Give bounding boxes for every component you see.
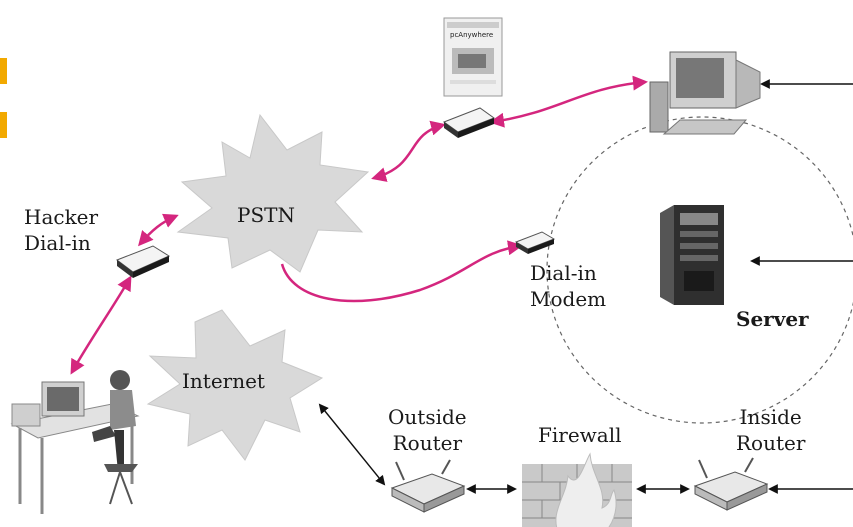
tower-server-icon — [660, 205, 724, 305]
firewall-icon — [522, 452, 632, 527]
accent-bar — [0, 112, 7, 138]
workstation-to-modem-link — [70, 275, 132, 375]
router-icon — [693, 457, 769, 511]
hacker-to-pstn-link — [138, 213, 179, 247]
pstn-cloud-icon — [176, 113, 370, 273]
internet-to-outside-router-link — [318, 403, 386, 486]
inside-router-label: Inside Router — [736, 405, 806, 455]
internet-label: Internet — [182, 369, 265, 393]
modem-icon — [115, 245, 171, 278]
remote-modem-to-desktop-link — [489, 75, 648, 128]
accent-bar — [0, 58, 7, 84]
hacker-dialin-label: Hacker Dial-in — [24, 205, 99, 255]
dialin-modem-label: Dial-in Modem — [530, 261, 607, 311]
outside-router-label: Outside Router — [388, 405, 467, 455]
pstn-label: PSTN — [237, 203, 295, 227]
internet-cloud-icon — [146, 309, 324, 461]
firewall-label: Firewall — [538, 423, 622, 447]
software-box-title: pcAnywhere — [450, 31, 494, 39]
hacker-workstation-icon — [10, 370, 140, 514]
router-icon — [390, 459, 466, 513]
desktop-computer-icon — [649, 51, 761, 135]
pstn-to-dialin-modem-link — [280, 240, 523, 303]
server-zone-boundary — [546, 116, 853, 424]
pstn-to-remote-modem-link — [371, 120, 446, 182]
software-box-icon — [443, 17, 503, 97]
modem-icon — [442, 107, 496, 138]
modem-icon — [514, 231, 556, 254]
server-label: Server — [736, 307, 809, 331]
